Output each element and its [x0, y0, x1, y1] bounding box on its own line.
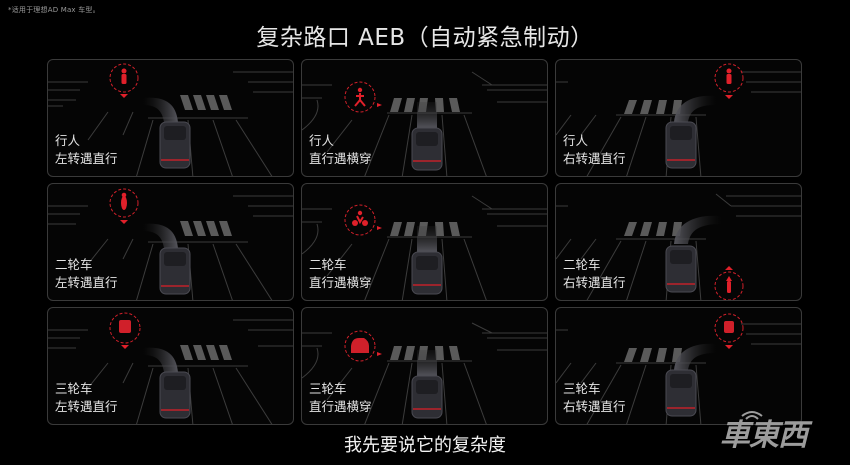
scenario-type: 右转遇直行: [563, 151, 626, 166]
scenario-panel-pedestrian-straight: 行人 直行遇横穿: [301, 59, 548, 177]
scenario-panel-pedestrian-left-turn: 行人 左转遇直行: [47, 59, 294, 177]
watermark-logo: 車東西: [720, 408, 840, 454]
scenario-panel-tricycle-left-turn: 三轮车 左转遇直行: [47, 307, 294, 425]
scenario-panel-tricycle-right-turn: 三轮车 右转遇直行: [555, 307, 802, 425]
two-wheeler-icon: [109, 188, 139, 224]
target-type: 三轮车: [309, 381, 347, 396]
scenario-label: 二轮车 左转遇直行: [55, 256, 118, 292]
footnote: *适用于理想AD Max 车型。: [8, 6, 100, 14]
scenario-label: 三轮车 直行遇横穿: [309, 380, 372, 416]
ego-car-icon: [411, 375, 443, 419]
scenario-type: 右转遇直行: [563, 275, 626, 290]
scenario-panel-two-wheeler-straight: 二轮车 直行遇横穿: [301, 183, 548, 301]
scenario-label: 行人 左转遇直行: [55, 132, 118, 168]
watermark-text: 車東西: [720, 418, 808, 453]
scenario-label: 二轮车 直行遇横穿: [309, 256, 372, 292]
scenario-panel-pedestrian-right-turn: 行人 右转遇直行: [555, 59, 802, 177]
tricycle-icon: [109, 312, 141, 349]
scenario-label: 二轮车 右转遇直行: [563, 256, 626, 292]
video-subtitle: 我先要说它的复杂度: [344, 435, 506, 456]
scenario-type: 直行遇横穿: [309, 151, 372, 166]
target-type: 行人: [309, 133, 335, 148]
intersection-scene: [48, 312, 293, 424]
ego-car-icon: [159, 121, 191, 169]
scenario-panel-two-wheeler-left-turn: 二轮车 左转遇直行: [47, 183, 294, 301]
ego-car-icon: [411, 251, 443, 295]
scenario-type: 直行遇横穿: [309, 399, 372, 414]
intersection-scene: [48, 63, 293, 176]
page-title: 复杂路口 AEB（自动紧急制动）: [256, 25, 594, 51]
intersection-scene: [48, 188, 293, 300]
ego-car-icon: [665, 245, 697, 293]
intersection-scene: [302, 195, 547, 300]
scenario-type: 左转遇直行: [55, 399, 118, 414]
scenario-type: 左转遇直行: [55, 151, 118, 166]
target-type: 行人: [55, 133, 81, 148]
two-wheeler-icon: [344, 204, 382, 236]
scenario-grid: 行人 左转遇直行: [47, 59, 802, 425]
intersection-scene: [556, 313, 801, 424]
scenario-type: 直行遇横穿: [309, 275, 372, 290]
scenario-panel-two-wheeler-right-turn: 二轮车 右转遇直行: [555, 183, 802, 301]
scenario-label: 三轮车 右转遇直行: [563, 380, 626, 416]
target-type: 二轮车: [563, 257, 601, 272]
tricycle-icon: [344, 330, 382, 362]
scenario-label: 行人 右转遇直行: [563, 132, 626, 168]
scenario-label: 行人 直行遇横穿: [309, 132, 372, 168]
ego-car-icon: [159, 371, 191, 419]
target-type: 二轮车: [309, 257, 347, 272]
scenario-type: 左转遇直行: [55, 275, 118, 290]
ego-car-icon: [159, 247, 191, 295]
pedestrian-icon: [109, 63, 139, 98]
target-type: 三轮车: [55, 381, 93, 396]
target-type: 二轮车: [55, 257, 93, 272]
scenario-label: 三轮车 左转遇直行: [55, 380, 118, 416]
pedestrian-icon: [714, 63, 744, 99]
two-wheeler-icon: [714, 266, 744, 300]
pedestrian-icon: [344, 81, 382, 113]
ego-car-icon: [665, 121, 697, 169]
scenario-panel-tricycle-straight: 三轮车 直行遇横穿: [301, 307, 548, 425]
wifi-signal-icon: [741, 411, 763, 420]
ego-car-icon: [411, 127, 443, 171]
target-type: 三轮车: [563, 381, 601, 396]
intersection-scene: [556, 193, 801, 300]
scenario-type: 右转遇直行: [563, 399, 626, 414]
intersection-scene: [302, 71, 547, 176]
target-type: 行人: [563, 133, 589, 148]
tricycle-icon: [714, 313, 744, 349]
ego-car-icon: [665, 369, 697, 417]
intersection-scene: [302, 322, 547, 424]
intersection-scene: [556, 63, 801, 176]
